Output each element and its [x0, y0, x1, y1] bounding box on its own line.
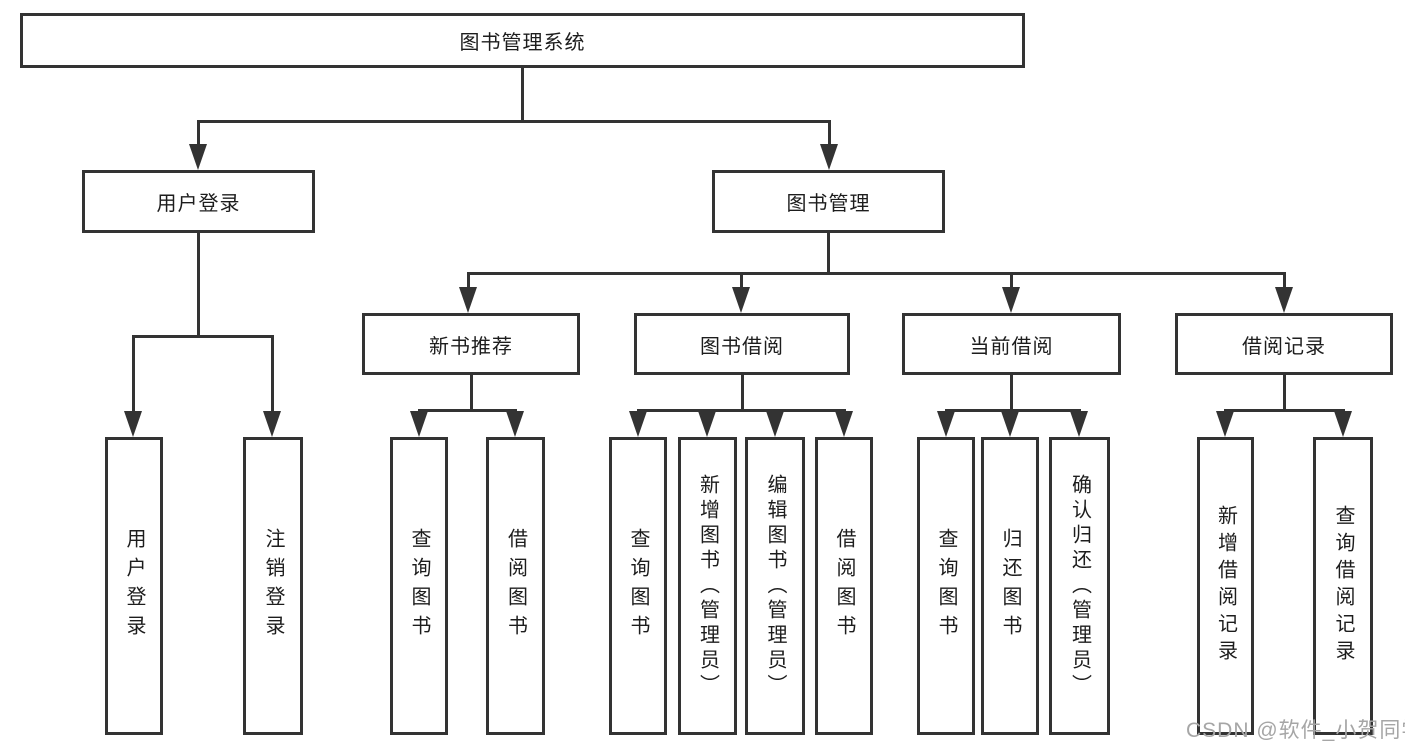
connector-g2-trunk — [741, 375, 744, 409]
node-leaf-user-login: 用户登录 — [105, 437, 163, 735]
node-leaf-g2-add-books-admin: 新增图书（管理员） — [678, 437, 737, 735]
arrowhead-current-borrow — [1002, 287, 1020, 313]
node-leaf-g1-query-books: 查询图书 — [390, 437, 448, 735]
node-leaf-g3-confirm-return-admin: 确认归还（管理员） — [1049, 437, 1110, 735]
connector-stem-user-login — [197, 120, 200, 148]
node-label: 新书推荐 — [429, 335, 513, 358]
node-leaf-g3-query-books: 查询图书 — [917, 437, 975, 735]
connector-stem-book-management — [828, 120, 831, 148]
node-label: 借阅记录 — [1242, 335, 1326, 358]
connector-g1-trunk — [470, 375, 473, 409]
arrowhead-g4-leaf-2 — [1334, 411, 1352, 437]
node-book-borrowing: 图书借阅 — [634, 313, 850, 375]
arrowhead-book-borrow — [732, 287, 750, 313]
node-label: 新增借阅记录 — [1214, 505, 1237, 667]
node-library-management-system: 图书管理系统 — [20, 13, 1025, 68]
node-label: 当前借阅 — [969, 335, 1054, 358]
arrowhead-g2-leaf-2 — [698, 411, 716, 437]
arrowhead-borrow-record — [1275, 287, 1293, 313]
connector-root-trunk — [521, 68, 524, 120]
node-label: 用户登录 — [123, 528, 145, 644]
connector-stem-borrow-record — [1283, 272, 1286, 289]
connector-level2-branch — [197, 120, 831, 123]
node-label: 用户登录 — [156, 193, 241, 215]
node-label: 借阅图书 — [833, 528, 855, 644]
node-borrowing-records: 借阅记录 — [1175, 313, 1393, 375]
node-leaf-g3-return-books: 归还图书 — [981, 437, 1039, 735]
connector-user-login-branchline — [132, 335, 274, 338]
node-leaf-g4-query-borrow-record: 查询借阅记录 — [1313, 437, 1373, 735]
node-leaf-g4-add-borrow-record: 新增借阅记录 — [1197, 437, 1254, 735]
connector-stem-current-borrow — [1010, 272, 1013, 289]
arrowhead-g1-leaf-2 — [506, 411, 524, 437]
node-leaf-g2-edit-books-admin: 编辑图书（管理员） — [745, 437, 805, 735]
node-label: 图书管理 — [786, 193, 871, 215]
node-label: 借阅图书 — [504, 528, 527, 644]
node-label: 查询借阅记录 — [1332, 505, 1354, 667]
node-label: 图书借阅 — [700, 335, 784, 358]
connector-user-login-trunk — [197, 233, 200, 335]
node-label: 编辑图书（管理员） — [764, 473, 786, 699]
arrowhead-g3-leaf-2 — [1001, 411, 1019, 437]
node-label: 查询图书 — [935, 528, 957, 644]
arrowhead-g3-leaf-1 — [937, 411, 955, 437]
connector-stem-logout-leaf — [271, 335, 274, 413]
connector-stem-new-book — [467, 272, 470, 289]
connector-g4-trunk — [1283, 375, 1286, 409]
connector-g3-trunk — [1010, 375, 1013, 409]
arrowhead-g3-leaf-3 — [1070, 411, 1088, 437]
node-label: 查询图书 — [408, 528, 430, 644]
arrowhead-new-book — [459, 287, 477, 313]
node-label: 归还图书 — [999, 528, 1021, 644]
connector-g1-branchline — [418, 409, 516, 412]
node-leaf-g2-query-books: 查询图书 — [609, 437, 667, 735]
arrowhead-g2-leaf-4 — [835, 411, 853, 437]
arrowhead-g2-leaf-3 — [766, 411, 784, 437]
node-current-borrowing: 当前借阅 — [902, 313, 1121, 375]
connector-stem-book-borrow — [740, 272, 743, 289]
arrowhead-user-login — [189, 144, 207, 170]
connector-stem-login-leaf — [132, 335, 135, 413]
connector-g3-branchline — [945, 409, 1080, 412]
node-label: 查询图书 — [627, 528, 649, 644]
connector-g2-branchline — [637, 409, 845, 412]
arrowhead-logout-leaf — [263, 411, 281, 437]
node-book-management-branch: 图书管理 — [712, 170, 945, 233]
connector-g4-branchline — [1224, 409, 1343, 412]
node-label: 注销登录 — [262, 528, 284, 644]
csdn-watermark: CSDN @软件_小贺同学 — [1186, 719, 1405, 742]
node-user-login-branch: 用户登录 — [82, 170, 315, 233]
node-new-book-recommend: 新书推荐 — [362, 313, 580, 375]
arrowhead-g1-leaf-1 — [410, 411, 428, 437]
node-label: 图书管理系统 — [459, 32, 586, 54]
arrowhead-book-management — [820, 144, 838, 170]
arrowhead-g2-leaf-1 — [629, 411, 647, 437]
node-label: 新增图书（管理员） — [696, 473, 719, 699]
node-label: 确认归还（管理员） — [1068, 473, 1091, 699]
arrowhead-login-leaf — [124, 411, 142, 437]
node-leaf-logout: 注销登录 — [243, 437, 303, 735]
connector-level3-branch — [467, 272, 1285, 275]
node-leaf-g2-borrow-books: 借阅图书 — [815, 437, 873, 735]
arrowhead-g4-leaf-1 — [1216, 411, 1234, 437]
connector-book-management-trunk — [827, 233, 830, 272]
node-leaf-g1-borrow-books: 借阅图书 — [486, 437, 545, 735]
